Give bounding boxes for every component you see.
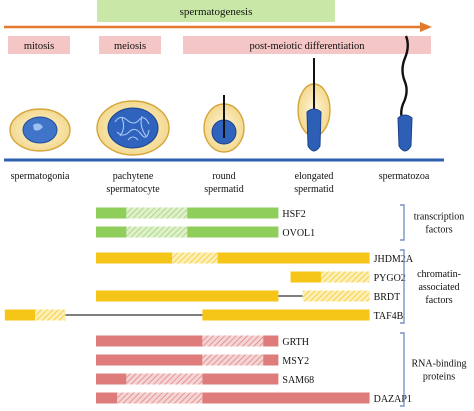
- expression-bar-hatched: [302, 290, 370, 302]
- protein-row-ovol1: OVOL1: [96, 226, 315, 239]
- expression-bar-solid: [290, 271, 321, 283]
- expression-bar-hatched: [126, 207, 188, 219]
- group-label: associated: [418, 282, 459, 293]
- cell-label: spermatozoa: [379, 171, 430, 182]
- elongated-spermatid-cell-icon: [297, 58, 331, 152]
- spermatogonia-cell-icon: [9, 108, 71, 152]
- expression-bar-solid: [202, 373, 279, 385]
- expression-bar-hatched: [172, 252, 218, 264]
- expression-bar-solid: [96, 290, 279, 302]
- phase-box-mitosis: [8, 36, 70, 54]
- protein-name: OVOL1: [282, 228, 315, 239]
- group-label: chromatin-: [417, 269, 461, 280]
- protein-row-hsf2: HSF2: [96, 207, 306, 220]
- protein-name: TAF4B: [374, 311, 404, 322]
- protein-row-pygo2: PYGO2: [290, 271, 406, 284]
- group-label: RNA-binding: [412, 359, 467, 370]
- expression-bar-solid: [96, 252, 172, 264]
- protein-name: SAM68: [282, 375, 314, 386]
- cell-label: spermatocyte: [106, 184, 160, 195]
- protein-row-brdt: BRDT: [96, 290, 401, 303]
- expression-bar-solid: [96, 226, 127, 238]
- expression-bar-solid: [202, 392, 370, 404]
- group-label: factors: [425, 225, 452, 236]
- group-brackets: transcription factors chromatin-associated…: [400, 204, 467, 407]
- cell-labels: spermatogonia pachytene spermatocyte round s…: [11, 171, 430, 195]
- cell-label: spermatid: [294, 184, 333, 195]
- group-label: factors: [425, 295, 452, 306]
- expression-bar-hatched: [126, 373, 203, 385]
- round-spermatid-cell-icon: [203, 95, 245, 153]
- expression-bar-solid: [96, 335, 203, 347]
- expression-bar-solid: [217, 252, 370, 264]
- spermatozoa-cell-icon: [397, 35, 413, 152]
- cell-label: round: [212, 171, 235, 182]
- protein-row-jhdm2a: JHDM2A: [96, 252, 414, 265]
- expression-bar-hatched: [35, 309, 66, 321]
- pachytene-spermatocyte-cell-icon: [96, 100, 170, 156]
- expression-bar-solid: [96, 373, 127, 385]
- protein-row-msy2: MSY2: [96, 354, 309, 367]
- protein-name: HSF2: [282, 209, 305, 220]
- protein-name: DAZAP1: [374, 394, 412, 405]
- expression-bar-hatched: [202, 335, 264, 347]
- timeline-header: spermatogenesis mitosis meiosis post-mei…: [4, 0, 432, 54]
- cell-illustrations: [4, 35, 444, 162]
- expression-bar-hatched: [202, 354, 264, 366]
- expression-bar-hatched: [117, 392, 203, 404]
- expression-bar-solid: [96, 207, 127, 219]
- protein-name: PYGO2: [374, 273, 406, 284]
- expression-bar-solid: [187, 226, 279, 238]
- expression-bar-hatched: [320, 271, 370, 283]
- expression-bar-solid: [4, 309, 36, 321]
- phase-box-meiosis: [99, 36, 161, 54]
- group-label: transcription: [414, 212, 465, 223]
- group-bracket: [400, 204, 405, 241]
- expression-bar-solid: [202, 309, 370, 321]
- expression-bar-solid: [263, 354, 279, 366]
- expression-bar-solid: [96, 392, 118, 404]
- arrow-head-icon: [420, 22, 432, 32]
- protein-name: GRTH: [282, 337, 309, 348]
- spermatogenesis-label: spermatogenesis: [180, 6, 253, 18]
- group-bracket: [400, 249, 405, 324]
- expression-bar-solid: [96, 354, 203, 366]
- cell-label: pachytene: [113, 171, 154, 182]
- protein-name: JHDM2A: [374, 254, 414, 265]
- protein-name: BRDT: [374, 292, 401, 303]
- group-label: proteins: [423, 372, 455, 383]
- protein-row-grth: GRTH: [96, 335, 309, 348]
- protein-row-sam68: SAM68: [96, 373, 314, 386]
- protein-row-dazap1: DAZAP1: [96, 392, 412, 405]
- cell-label: spermatid: [204, 184, 243, 195]
- protein-row-taf4b: TAF4B: [4, 309, 404, 322]
- phase-label-post-meiotic: post-meiotic differentiation: [250, 41, 366, 52]
- spermatogenesis-box: [97, 0, 335, 22]
- group-bracket: [400, 332, 405, 407]
- cell-label: elongated: [295, 171, 334, 182]
- phase-box-post-meiotic: [183, 36, 431, 54]
- phase-label-meiosis: meiosis: [114, 41, 146, 52]
- protein-name: MSY2: [282, 356, 309, 367]
- expression-bar-hatched: [126, 226, 188, 238]
- expression-bar-solid: [263, 335, 279, 347]
- phase-label-mitosis: mitosis: [24, 41, 54, 52]
- cell-label: spermatogonia: [11, 171, 70, 182]
- expression-bar-solid: [187, 207, 279, 219]
